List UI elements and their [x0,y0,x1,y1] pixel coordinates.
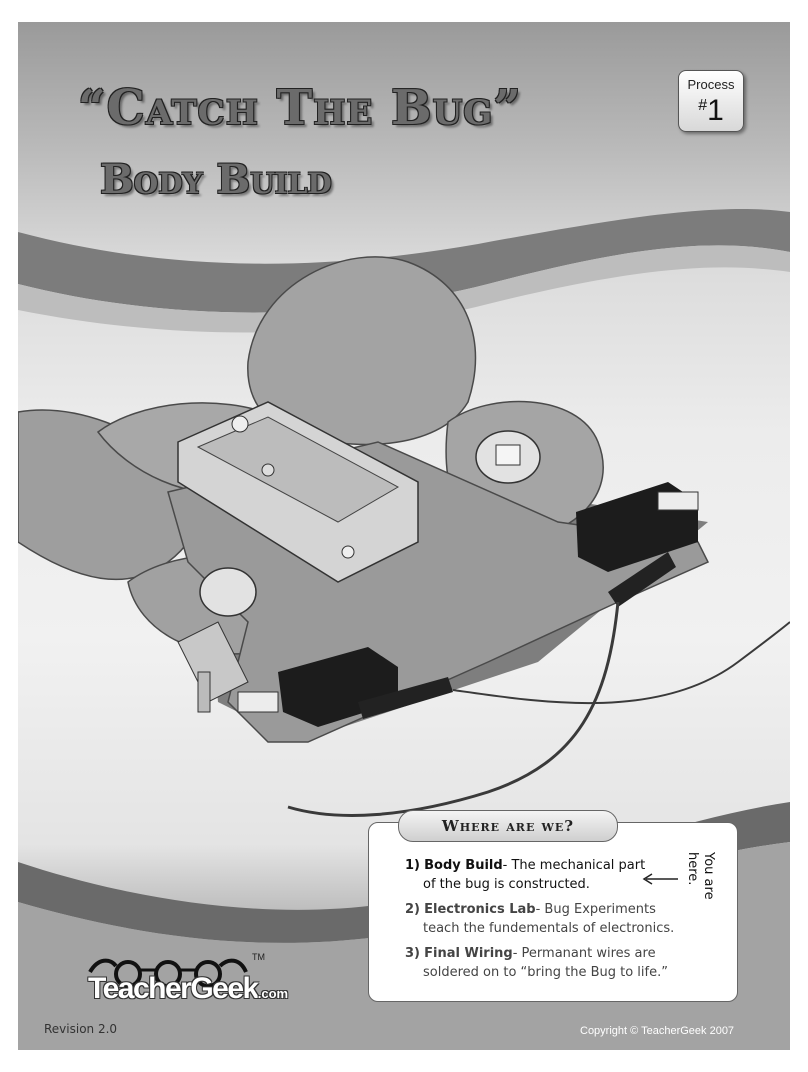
step-description: - The mechanical part [502,858,646,873]
you-are-here-line1: You are [701,852,716,900]
wire-right [287,601,620,817]
process-number-value: 1 [707,94,724,127]
motor-shaft [197,671,211,713]
bug-body-illustration [18,256,790,817]
you-are-here-arrow-icon [642,873,678,885]
battery-holder-screw [341,545,355,559]
step-description: - Bug Experiments [535,902,656,917]
cover-page: “Catch The Bug” Body Build Process #1 Wh… [18,22,790,1050]
left-motor [199,567,257,617]
right-switch-lever [608,552,676,607]
step-final-wiring: 3) Final Wiring- Permanant wires are sol… [405,944,685,982]
trademark: TM [252,952,265,962]
right-switch-terminals [657,491,699,511]
process-label: Process [687,77,735,92]
logo-name: TeacherGeek [88,972,259,1005]
logo-text: TeacherGeek.com [88,972,288,1006]
copyright-label: Copyright © TeacherGeek 2007 [580,1025,735,1037]
where-are-we-box [368,822,738,1002]
step-name: Final Wiring [424,946,513,961]
step-name: Body Build [424,858,503,873]
step-electronics-lab: 2) Electronics Lab- Bug Experiments teac… [405,900,685,938]
battery-center-screw [261,463,275,477]
step-body-build: 1) Body Build- The mechanical part of th… [405,856,685,894]
title-line-1: “Catch The Bug” [78,80,522,136]
process-badge: Process #1 [678,70,744,132]
steps-list: 1) Body Build- The mechanical part of th… [405,856,685,988]
process-number: #1 [679,91,743,126]
left-switch-lever [358,677,453,719]
teachergeek-glasses-logo-icon [88,958,248,988]
step-number: 2) [405,902,420,917]
step-number: 1) [405,858,420,873]
you-are-here-line2: here. [685,852,700,886]
revision-label: Revision 2.0 [44,1022,118,1036]
step-description-line2: of the bug is constructed. [423,877,590,892]
lower-swoosh-band [18,802,790,943]
step-description-line2: soldered on to “bring the Bug to life.” [423,965,668,980]
logo-suffix: .com [257,986,289,1001]
step-description: - Permanant wires are [512,946,656,961]
step-name: Electronics Lab [424,902,536,917]
where-are-we-heading: Where are we? [398,810,618,842]
step-description-line2: teach the fundementals of electronics. [423,921,675,936]
switch-terminals [237,691,279,713]
wire-left [452,621,790,705]
step-number: 3) [405,946,420,961]
title-line-2: Body Build [100,156,332,203]
upper-swoosh-highlight [18,245,790,333]
battery-terminal-spring [231,415,249,433]
right-motor-hub [495,444,521,466]
process-hash: # [698,97,708,114]
